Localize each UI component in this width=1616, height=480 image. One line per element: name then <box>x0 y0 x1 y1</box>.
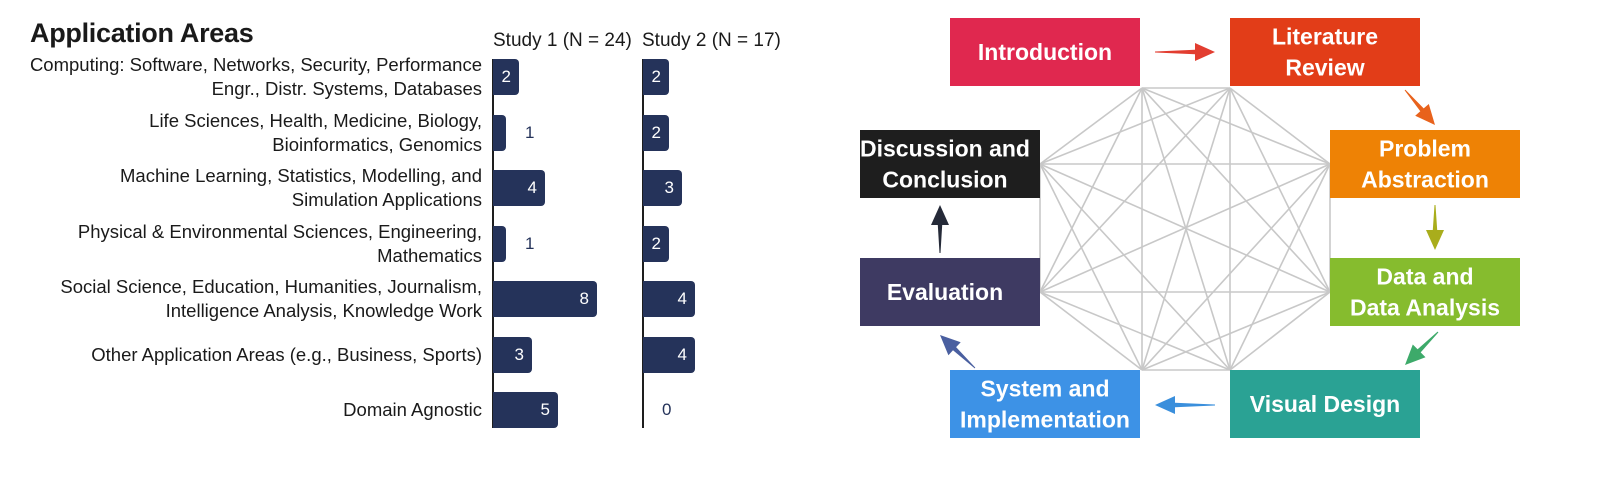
process-step-label: System and <box>980 376 1109 402</box>
flow-arrow-icon <box>940 335 976 369</box>
connector-line <box>1229 87 1331 293</box>
bar-study-2 <box>643 226 669 262</box>
category-label: Physical & Environmental Sciences, Engin… <box>77 221 482 266</box>
bar-value-label: 5 <box>540 400 550 419</box>
application-areas-chart: Application Areas Study 1 (N = 24) Study… <box>29 18 781 428</box>
process-step-box: Evaluation <box>850 258 1040 326</box>
bar-value-label: 4 <box>677 345 687 364</box>
connector-line <box>1039 163 1231 371</box>
process-step-label: Problem <box>1379 136 1471 162</box>
category-label: Social Science, Education, Humanities, J… <box>60 276 482 321</box>
process-step-label: Data and <box>1376 264 1473 290</box>
category-label: Computing: Software, Networks, Security,… <box>29 54 482 99</box>
bar-study-2 <box>643 281 695 317</box>
bar-study-1 <box>493 115 506 151</box>
category-label: Domain Agnostic <box>343 399 482 420</box>
connector-lines <box>1039 87 1331 371</box>
series-header-study-1: Study 1 (N = 24) <box>493 30 632 51</box>
process-step-box: Visual Design <box>1230 370 1420 438</box>
connector-line <box>1039 163 1331 293</box>
connector-line <box>1141 87 1331 165</box>
connector-line <box>1039 163 1143 371</box>
bar-study-1 <box>493 337 532 373</box>
category-label: Life Sciences, Health, Medicine, Biology… <box>149 110 482 155</box>
process-step-label: Conclusion <box>882 167 1007 193</box>
bar-value-label: 2 <box>651 234 661 253</box>
flow-arrow-icon <box>1426 205 1444 250</box>
connector-line <box>1039 87 1231 293</box>
bar-study-2 <box>643 115 669 151</box>
bar-value-label: 2 <box>651 123 661 142</box>
bar-study-2 <box>643 170 682 206</box>
chart-title: Application Areas <box>30 18 254 48</box>
process-diagram-svg: Introduction LiteratureReviewProblemAbstr… <box>850 18 1520 438</box>
bar-value-label: 8 <box>579 289 589 308</box>
bar-value-label: 4 <box>527 178 537 197</box>
bar-value-label: 0 <box>662 400 672 419</box>
flow-arrow-icon <box>931 205 949 253</box>
bar-value-label: 2 <box>501 67 511 86</box>
category-label: Other Application Areas (e.g., Business,… <box>91 344 482 365</box>
bar-value-label: 2 <box>651 67 661 86</box>
series-header-study-2: Study 2 (N = 17) <box>642 30 781 51</box>
flow-arrow-icon <box>1155 396 1215 414</box>
flow-arrow-icon <box>1155 43 1215 61</box>
connector-line <box>1141 87 1331 293</box>
flow-arrow-icon <box>1404 89 1435 125</box>
bar-study-1 <box>493 392 558 428</box>
bar-study-2 <box>643 337 695 373</box>
process-step-label: Implementation <box>960 407 1130 433</box>
process-step-label: Review <box>1285 55 1364 81</box>
flow-arrow-icon <box>1405 331 1439 365</box>
bar-value-label: 3 <box>664 178 674 197</box>
process-step-label: Discussion and <box>860 136 1030 162</box>
process-step-label: Literature <box>1272 24 1378 50</box>
bar-study-1 <box>493 170 545 206</box>
connector-line <box>1229 163 1331 371</box>
connector-line <box>1039 291 1231 371</box>
process-step-label: Abstraction <box>1361 167 1489 193</box>
process-step-label: Evaluation <box>887 279 1003 305</box>
bar-value-label: 4 <box>677 289 687 308</box>
process-step-label: Introduction <box>978 39 1112 65</box>
process-step-box: Introduction <box>950 18 1140 86</box>
process-step-label: Visual Design <box>1250 391 1400 417</box>
bar-value-label: 1 <box>525 123 535 142</box>
bar-study-1 <box>493 226 506 262</box>
category-label: Machine Learning, Statistics, Modelling,… <box>120 165 482 210</box>
process-step-label: Data Analysis <box>1350 295 1500 321</box>
bar-study-2 <box>643 59 669 95</box>
connector-line <box>1229 291 1331 371</box>
bar-study-1 <box>493 59 519 95</box>
bar-study-1 <box>493 281 597 317</box>
connector-line <box>1141 163 1331 371</box>
bar-value-label: 1 <box>525 234 535 253</box>
connector-line <box>1039 87 1231 165</box>
connector-line <box>1141 291 1331 371</box>
connector-line <box>1039 291 1143 371</box>
connector-line <box>1039 87 1143 293</box>
connector-line <box>1039 87 1143 165</box>
bar-value-label: 3 <box>514 345 524 364</box>
connector-line <box>1229 87 1331 165</box>
